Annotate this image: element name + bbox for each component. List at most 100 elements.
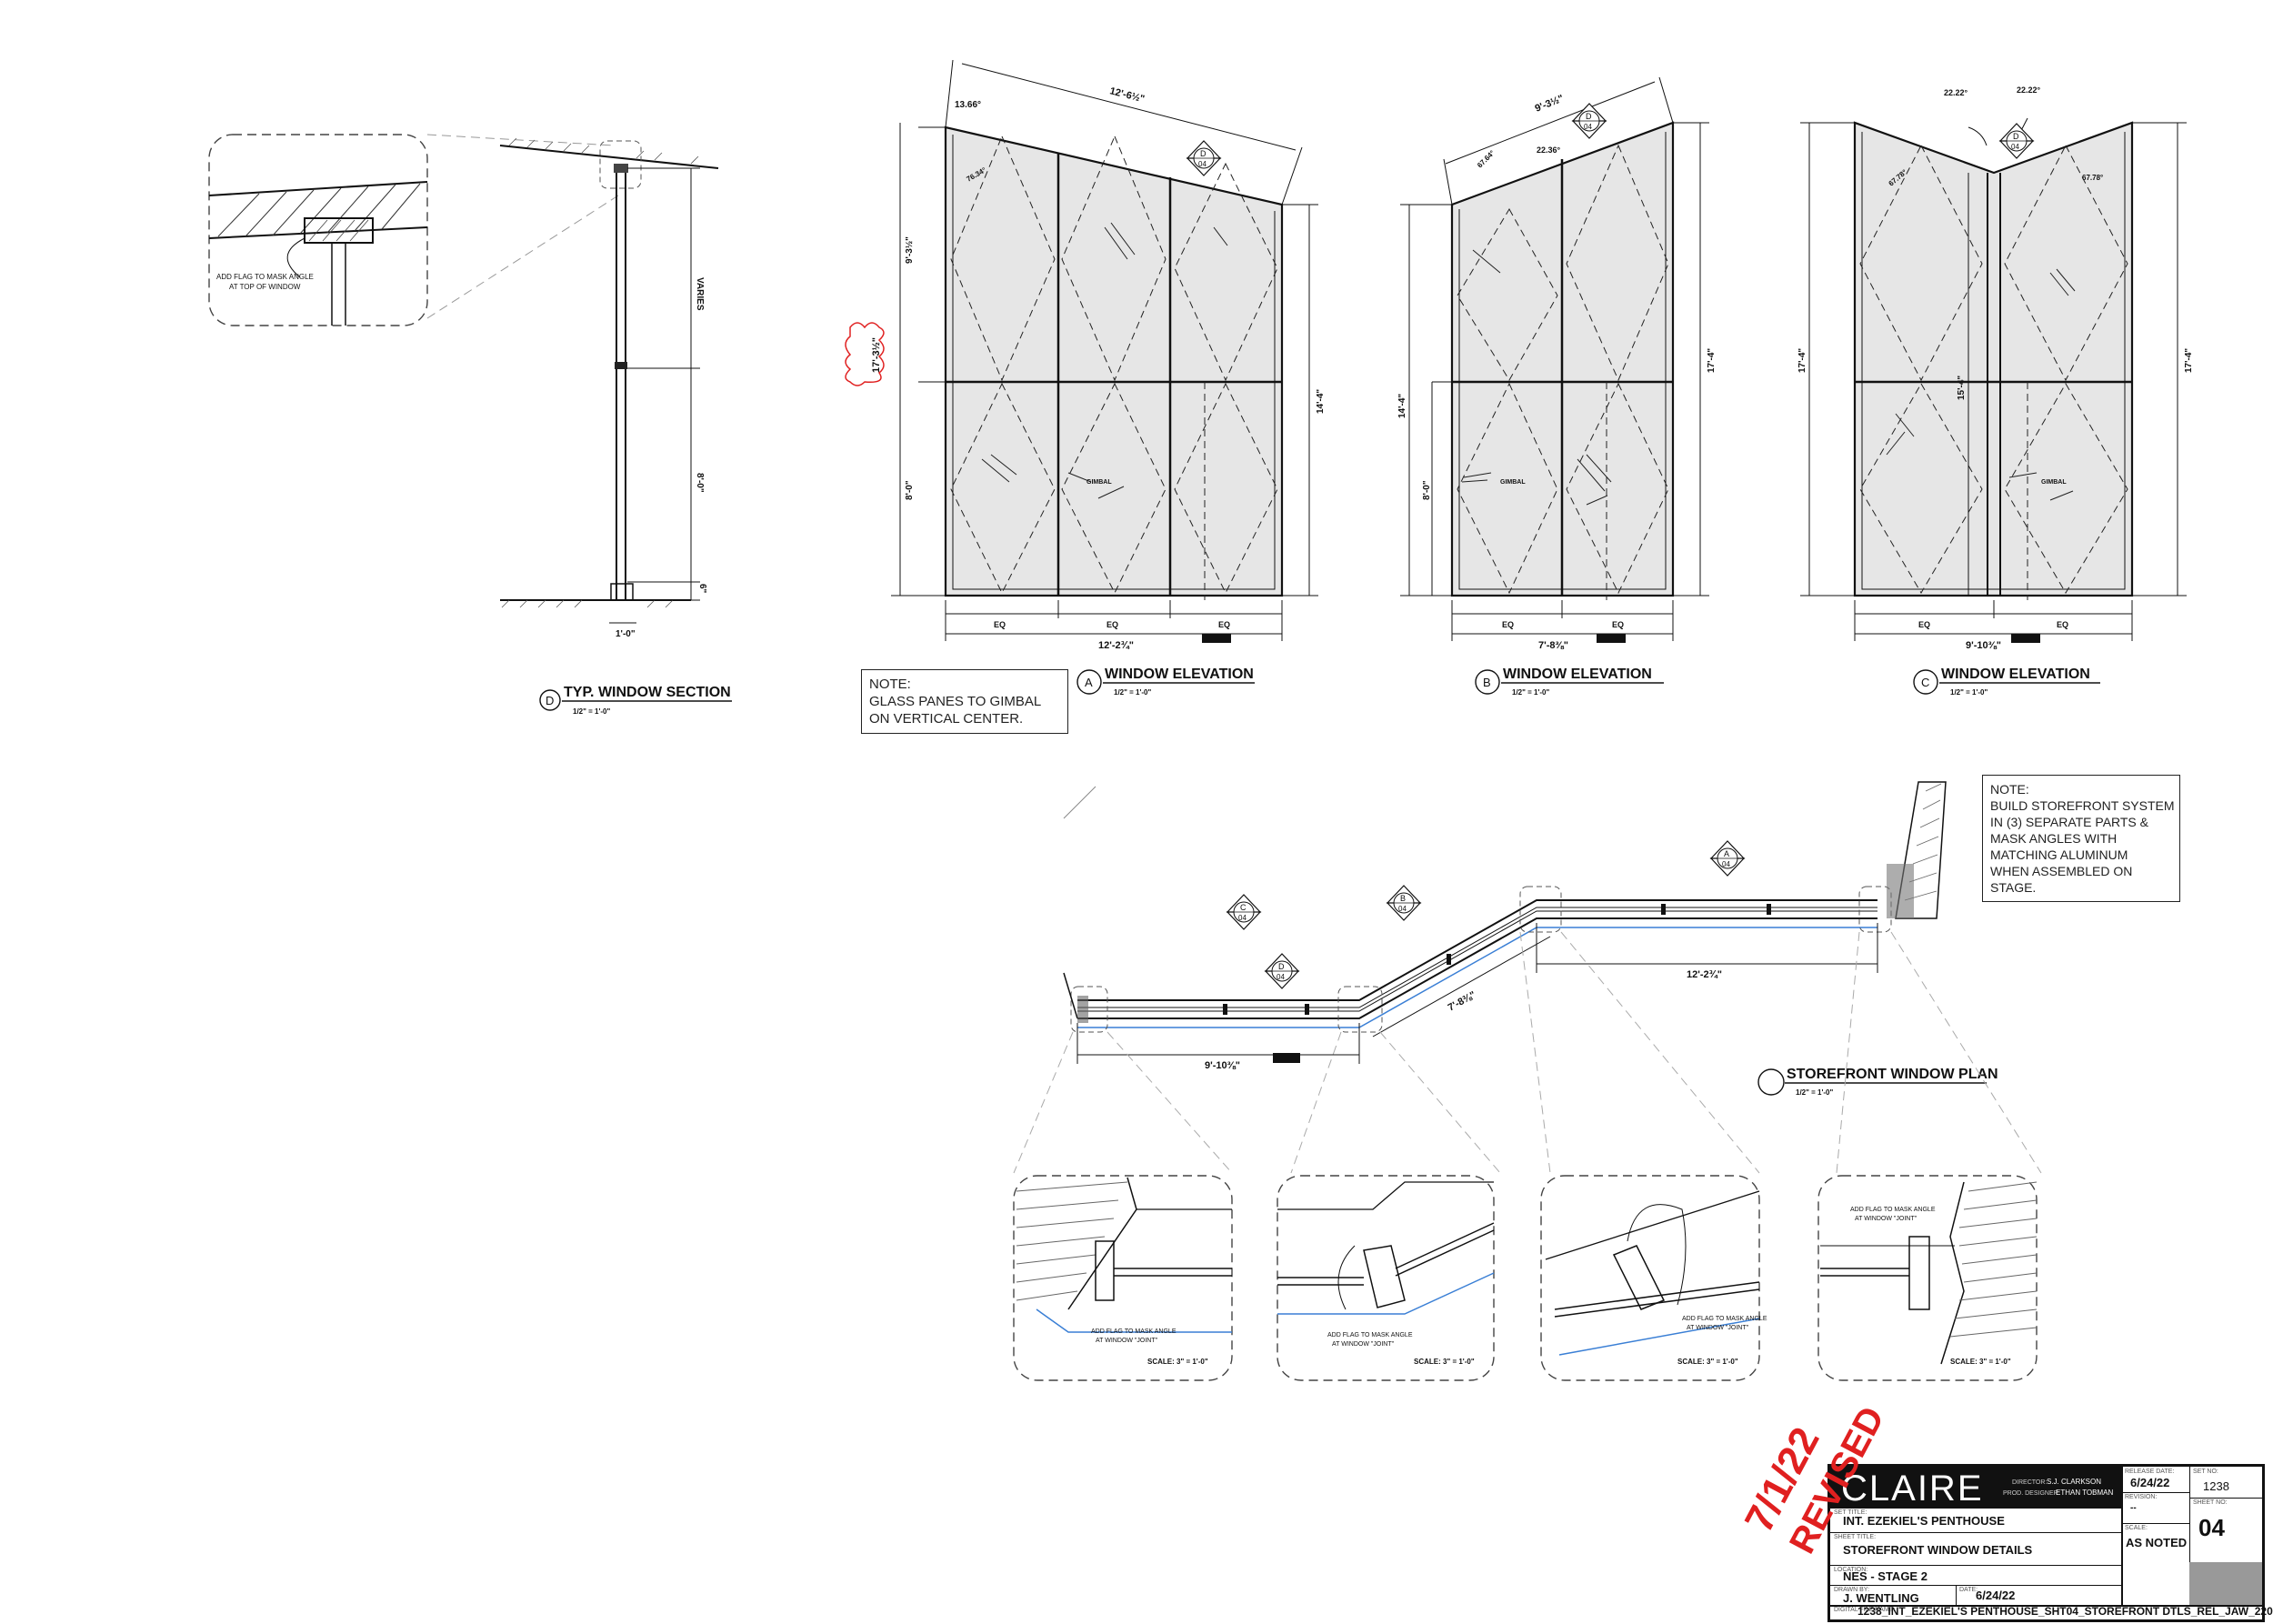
section-title: TYP. WINDOW SECTION [564,685,731,700]
svg-text:SCALE: 3" = 1'-0": SCALE: 3" = 1'-0" [1950,1358,2011,1366]
elev-b-callout-sheet: 04 [1584,123,1592,131]
plan-callout-b: B 04 [1386,885,1422,921]
note-storefront-line1: NOTE: [1990,782,2029,797]
designer-label: PROD. DESIGNER: [2003,1490,2060,1497]
elev-a-title: WINDOW ELEVATION [1105,667,1254,682]
plan-scale: 1/2" = 1'-0" [1796,1088,1833,1097]
elev-a-dim-right: 14'-4" [1316,389,1326,414]
svg-text:AT WINDOW "JOINT": AT WINDOW "JOINT" [1332,1341,1395,1348]
svg-text:AT WINDOW "JOINT": AT WINDOW "JOINT" [1096,1338,1158,1344]
sheet-no-label: SHEET NO: [2193,1499,2228,1506]
director: S.J. CLARKSON [2047,1478,2102,1486]
dim-varies: VARIES [695,277,705,311]
detail-2: ADD FLAG TO MASK ANGLE AT WINDOW "JOINT"… [1277,1175,1495,1381]
dim-1ft: 1'-0" [616,629,636,639]
note-storefront-line4: MASK ANGLES WITH [1990,831,2118,846]
elev-c-angle1: 22.22° [1944,88,1968,97]
plan-callout-d: D 04 [1264,953,1300,989]
elev-b-angle2: 67.64° [1476,149,1497,170]
elevation-a: GIMBAL 12'-6½" 13.66° 76.34° 9'-3½" 17'-… [845,59,1326,697]
svg-text:AT WINDOW "JOINT": AT WINDOW "JOINT" [1855,1216,1918,1222]
elevation-c: GIMBAL 22.22° 22.22° 67.78° 67.78° 17'-4… [1797,85,2194,697]
elev-c-dim-width: 9'-10⅜" [1966,640,2001,651]
file-name: 1238_INT_EZEKIEL'S PENTHOUSE_SHT04_STORE… [1857,1605,2273,1618]
elev-b-eq-2: EQ [1612,620,1624,629]
elev-a-dim-top: 12'-6½" [1108,85,1146,105]
elev-a-tag: A [1085,676,1093,689]
dim-6in: 6" [697,584,707,594]
section-note-line1: ADD FLAG TO MASK ANGLE [216,273,314,281]
elev-b-scale: 1/2" = 1'-0" [1512,688,1549,697]
revision: -- [2130,1503,2137,1513]
note-gimbal-line3: ON VERTICAL CENTER. [869,711,1024,727]
svg-text:04: 04 [1238,914,1247,922]
scale-label: SCALE: [2125,1525,2148,1531]
flag-block [304,217,374,244]
elev-a-dim-left-upper: 9'-3½" [905,236,915,264]
set-title-label: SET TITLE: [1834,1509,1867,1516]
note-storefront-line6: WHEN ASSEMBLED ON [1990,864,2133,878]
note-storefront-line3: IN (3) SEPARATE PARTS & [1990,815,2149,829]
elev-b-dim-top: 9'-3½" [1534,93,1566,114]
detail-1: ADD FLAG TO MASK ANGLE AT WINDOW "JOINT"… [1013,1175,1233,1381]
storefront-plan: 9'-10⅜" 7'-8⅜" 12'-2¾" C 04 B 04 A 04 [1013,781,2042,1174]
release-date: 6/24/22 [2130,1476,2170,1489]
note-gimbal: NOTE: GLASS PANES TO GIMBAL ON VERTICAL … [861,669,1068,734]
logo: CLAIRE [1841,1469,1984,1509]
svg-text:AT WINDOW "JOINT": AT WINDOW "JOINT" [1687,1325,1749,1331]
note-storefront-line2: BUILD STOREFRONT SYSTEM [1990,798,2175,813]
designer: ETHAN TOBMAN [2056,1489,2114,1497]
elev-a-scale: 1/2" = 1'-0" [1114,688,1151,697]
sheet-title-label: SHEET TITLE: [1834,1534,1877,1540]
date: 6/24/22 [1976,1589,2016,1602]
section-note-line2: AT TOP OF WINDOW [229,283,301,291]
scale: AS NOTED [2126,1536,2188,1549]
note-storefront-line5: MATCHING ALUMINUM [1990,847,2128,862]
elev-a-dim-left-total: 17'-3½" [871,337,882,373]
elevation-b: GIMBAL 9'-3½" 22.36° 67.64° 14'-4" 8'-0"… [1397,76,1717,697]
plan-callout-c: C 04 [1226,894,1262,930]
detail-3: ADD FLAG TO MASK ANGLE AT WINDOW "JOINT"… [1540,1175,1767,1381]
revision-cloud [845,322,885,386]
elev-b-callout-tag: D [1586,112,1592,121]
svg-text:ADD FLAG TO MASK ANGLE: ADD FLAG TO MASK ANGLE [1327,1332,1413,1338]
elev-a-eq-3: EQ [1218,620,1230,629]
elev-c-title: WINDOW ELEVATION [1941,667,2090,682]
elev-b-eq-1: EQ [1502,620,1514,629]
elev-a-gimbal: GIMBAL [1086,479,1112,486]
elev-c-dim-left: 17'-4" [1797,348,1807,373]
sheet-no: 04 [2198,1514,2225,1541]
elev-b-angle1: 22.36° [1537,145,1561,155]
set-no: 1238 [2203,1479,2229,1493]
section-d: ADD FLAG TO MASK ANGLE AT TOP OF WINDOW [208,134,732,716]
elev-a-eq-2: EQ [1106,620,1118,629]
elev-c-gimbal: GIMBAL [2041,479,2067,486]
svg-text:D: D [1278,962,1285,971]
elev-b-dim-right: 17'-4" [1707,348,1717,373]
set-no-label: SET NO: [2193,1469,2218,1475]
svg-text:04: 04 [1398,905,1407,913]
director-label: DIRECTOR: [2012,1479,2048,1486]
elev-c-angle2: 22.22° [2017,85,2041,95]
note-gimbal-line1: NOTE: [869,677,911,692]
elev-b-tag: B [1483,676,1491,689]
title-block: CLAIRE DIRECTOR: S.J. CLARKSON PROD. DES… [1827,1464,2273,1622]
elev-b-dim-left-lower: 8'-0" [1422,480,1432,500]
elev-c-dim-center: 15'-4" [1957,376,1967,400]
svg-text:ADD FLAG TO MASK ANGLE: ADD FLAG TO MASK ANGLE [1682,1316,1767,1322]
svg-text:B: B [1400,894,1406,903]
elev-c-eq-2: EQ [2057,620,2068,629]
svg-text:04: 04 [1722,860,1730,868]
elev-c-scale: 1/2" = 1'-0" [1950,688,1988,697]
elev-a-dim-left-lower: 8'-0" [905,480,915,500]
elev-c-callout-sheet: 04 [2011,143,2019,151]
note-storefront-line7: STAGE. [1990,880,2037,895]
elev-c-dim-right: 17'-4" [2184,348,2194,373]
ceiling-line [499,145,719,169]
section-tag: D [546,694,554,707]
logo-bar [1830,1467,2121,1508]
elev-a-dim-width: 12'-2¾" [1098,640,1134,651]
location: NES - STAGE 2 [1843,1569,1928,1583]
svg-text:SCALE: 3" = 1'-0": SCALE: 3" = 1'-0" [1414,1358,1475,1366]
release-label: RELEASE DATE: [2125,1469,2175,1475]
